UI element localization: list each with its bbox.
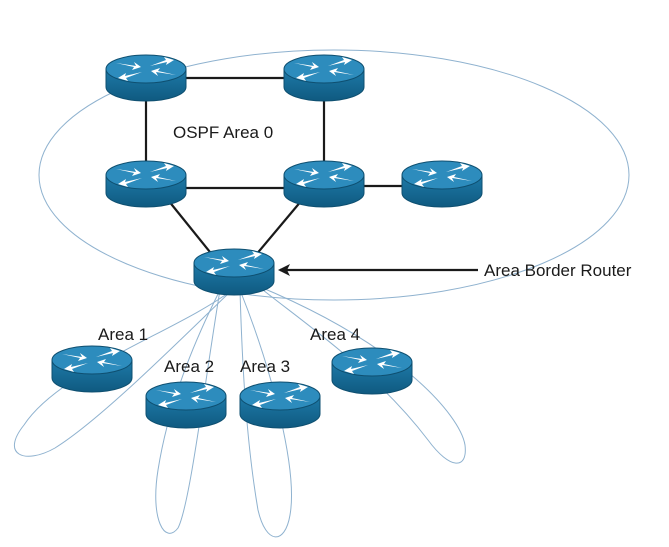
router-icon-area0-mid-right	[283, 160, 365, 208]
router-icon-abr	[193, 248, 275, 296]
area-0-label: OSPF Area 0	[173, 123, 273, 142]
area-0-outline	[38, 49, 630, 301]
router-icon-area0-top-left	[105, 54, 187, 102]
router-icon-area2	[145, 381, 227, 429]
router-icon-area0-top-right	[283, 54, 365, 102]
router-icon-area0-mid-left	[105, 160, 187, 208]
area-2-label: Area 2	[164, 357, 214, 376]
area-1-label: Area 1	[98, 325, 148, 344]
router-icon-area3	[239, 381, 321, 429]
area-4-label: Area 4	[310, 325, 360, 344]
router-icon-area4	[331, 347, 413, 395]
area-1-outline	[13, 289, 233, 457]
router-icon-area1	[51, 345, 133, 393]
area-3-label: Area 3	[240, 357, 290, 376]
router-icon-area0-external	[401, 160, 483, 208]
abr-label: Area Border Router	[484, 261, 632, 280]
